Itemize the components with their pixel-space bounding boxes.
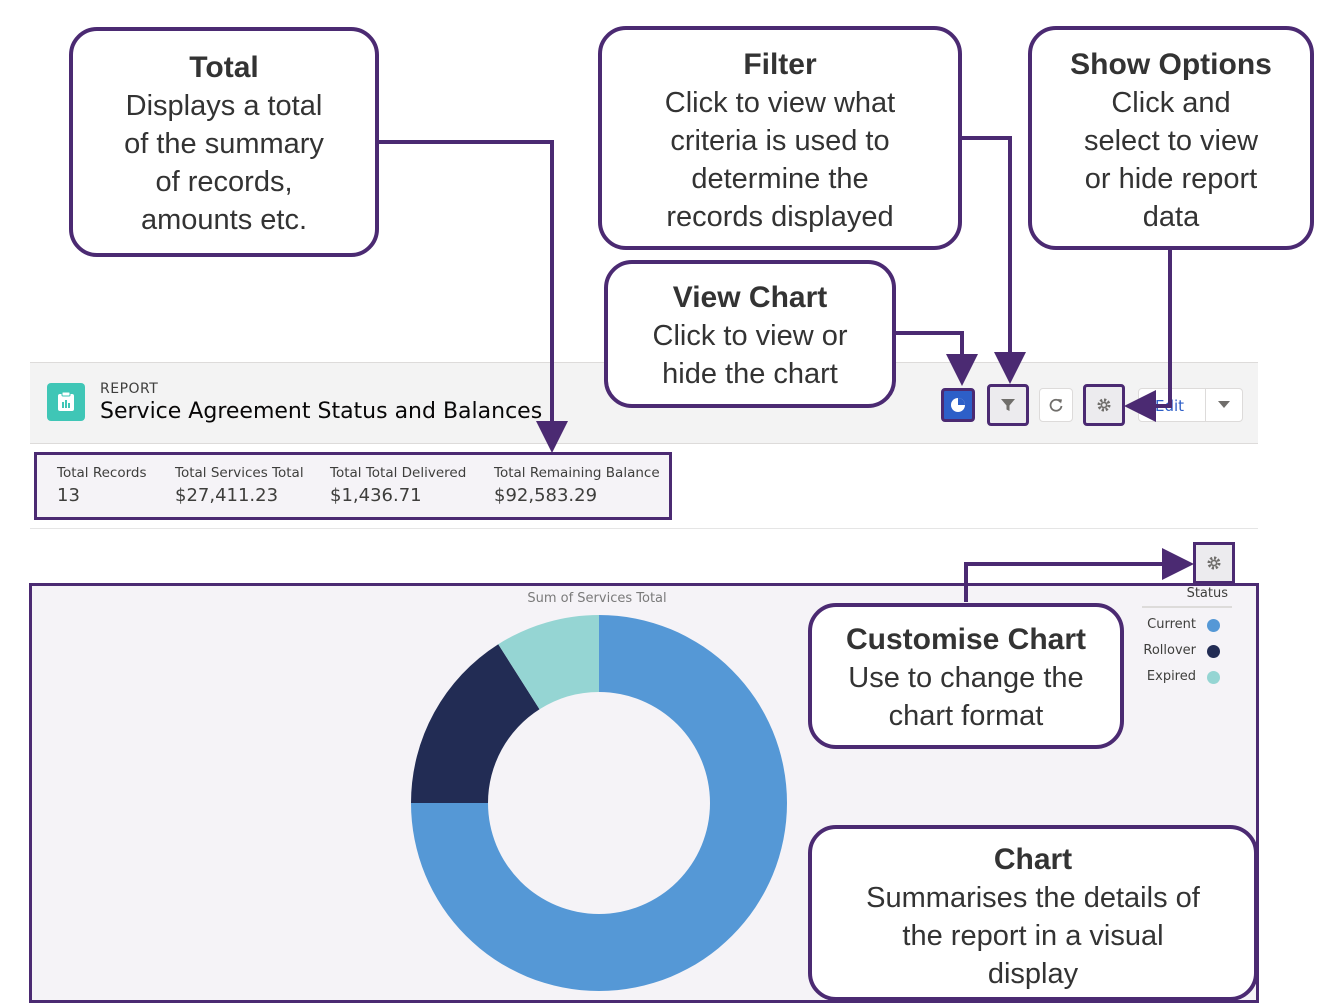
chevron-down-icon [1218, 401, 1230, 408]
callout-title: Total [189, 51, 259, 84]
total-services-total: Total Services Total $27,411.23 [175, 465, 304, 506]
callout-body: Use to change the chart format [848, 662, 1084, 732]
legend-title: Status [1186, 586, 1228, 601]
connector-filter [962, 136, 1026, 384]
callout-view-chart: View Chart Click to view or hide the cha… [604, 260, 896, 408]
total-value: $27,411.23 [175, 485, 279, 506]
total-value: $92,583.29 [494, 485, 598, 506]
total-label: Total Records [57, 465, 147, 481]
callout-body: Displays a total of the summary of recor… [124, 90, 324, 236]
legend-item-rollover: Rollover [1126, 642, 1226, 662]
donut-chart [411, 615, 787, 991]
gear-icon [1207, 556, 1221, 570]
gear-icon [1097, 398, 1111, 412]
legend-label: Current [1147, 617, 1196, 632]
report-totals: Total Records 13 Total Services Total $2… [34, 452, 672, 520]
legend-swatch [1207, 645, 1220, 658]
legend-swatch [1207, 619, 1220, 632]
callout-title: Customise Chart [845, 623, 1087, 656]
legend-label: Expired [1146, 669, 1196, 684]
donut-slice-expired[interactable] [498, 615, 599, 710]
callout-filter: Filter Click to view what criteria is us… [598, 26, 962, 250]
callout-body: Click and select to view or hide report … [1083, 87, 1259, 233]
legend-item-current: Current [1126, 616, 1226, 636]
callout-show-options: Show Options Click and select to view or… [1028, 26, 1314, 250]
callout-customise-chart: Customise Chart Use to change the chart … [808, 603, 1124, 749]
legend-swatch [1207, 671, 1220, 684]
edit-button[interactable]: Edit [1138, 388, 1206, 422]
legend-divider [1142, 606, 1232, 608]
total-label: Total Remaining Balance [494, 465, 660, 481]
filter-button[interactable] [987, 384, 1029, 426]
filter-icon [1001, 399, 1015, 411]
total-label: Total Total Delivered [330, 465, 467, 481]
total-value: 13 [57, 485, 80, 506]
legend-label: Rollover [1143, 643, 1196, 658]
callout-title: Show Options [1070, 48, 1272, 81]
show-options-button[interactable] [1083, 384, 1125, 426]
chart-title: Sum of Services Total [527, 591, 667, 606]
view-chart-button[interactable] [941, 388, 975, 422]
total-value: $1,436.71 [330, 485, 422, 506]
callout-chart: Chart Summarises the details of the repo… [808, 825, 1258, 1001]
total-records: Total Records 13 [57, 465, 147, 506]
customise-chart-button[interactable] [1193, 542, 1235, 584]
callout-body: Click to view what criteria is used to d… [664, 87, 896, 233]
refresh-button[interactable] [1039, 388, 1073, 422]
callout-title: View Chart [672, 281, 828, 314]
refresh-icon [1049, 398, 1063, 412]
donut-slice-current[interactable] [411, 615, 787, 991]
total-remaining-balance: Total Remaining Balance $92,583.29 [494, 465, 660, 506]
report-eyebrow: REPORT [100, 381, 159, 397]
report-icon [47, 383, 85, 421]
total-total-delivered: Total Total Delivered $1,436.71 [330, 465, 466, 506]
report-title: Service Agreement Status and Balances [100, 399, 543, 424]
donut-slice-rollover[interactable] [411, 644, 540, 803]
pie-chart-icon [951, 398, 965, 412]
callout-total: Total Displays a total of the summary of… [69, 27, 379, 257]
legend-item-expired: Expired [1126, 668, 1226, 688]
edit-dropdown-button[interactable] [1205, 388, 1243, 422]
callout-body: Summarises the details of the report in … [866, 882, 1200, 990]
callout-title: Chart [993, 843, 1073, 876]
section-divider [30, 528, 1258, 529]
total-label: Total Services Total [175, 465, 304, 481]
callout-body: Click to view or hide the chart [652, 320, 848, 390]
callout-title: Filter [743, 48, 817, 81]
